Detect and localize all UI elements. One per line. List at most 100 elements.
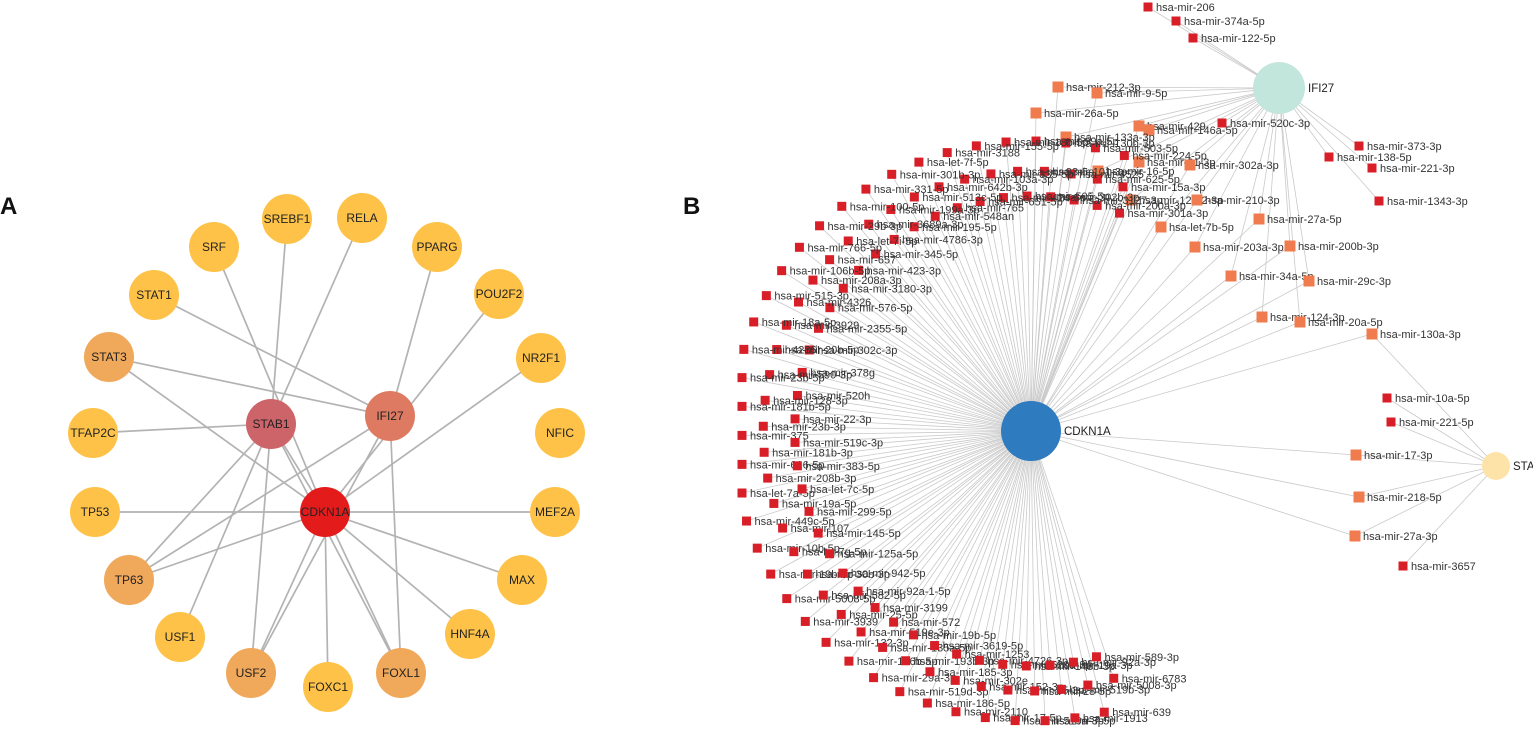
mirna-node-hsa-mir-503-5p	[1090, 143, 1100, 153]
mirna-label-hsa-mir-302c-3p: hsa-mir-302c-3p	[817, 345, 897, 357]
mirna-node-hsa-mir-2355-5p	[814, 323, 824, 333]
mirna-label-hsa-mir-128-3p: hsa-mir-128-3p	[773, 395, 848, 407]
mirna-label-hsa-mir-3199: hsa-mir-3199	[883, 603, 948, 615]
edge-hsa-mir-519e-3p-cdkn1a	[860, 430, 1032, 633]
gene-label-cdkn1a: CDKN1A	[1064, 426, 1111, 438]
hub-label-ifi27: IFI27	[376, 409, 404, 423]
tf-node-mef2a	[530, 487, 580, 537]
mirna-label-hsa-mir-5008-3p: hsa-mir-5008-3p	[1096, 680, 1177, 692]
mirna-label-hsa-mir-132-3p: hsa-mir-132-3p	[834, 637, 909, 649]
mirna-label-hsa-mir-27a-3p: hsa-mir-27a-3p	[1363, 531, 1438, 543]
gene-node-cdkn1a	[1001, 401, 1061, 461]
edge-hsa-mir-27a-3p-cdkn1a	[1030, 430, 1356, 537]
mirna-node-hsa-mir-572	[889, 617, 899, 627]
mirna-node-hsa-mir-520c-3p	[1217, 118, 1227, 128]
mirna-node-hsa-mir-651-5p	[975, 197, 985, 207]
mirna-node-hsa-mir-92a-3p	[1068, 657, 1078, 667]
edge-hsa-mir-181b-5p-cdkn1a	[741, 405, 1032, 432]
edge-hsa-mir-17-3p-stab1	[1355, 454, 1497, 467]
mirna-node-hsa-mir-21-3p	[1133, 156, 1145, 168]
edge-usf2-ifi27	[250, 415, 391, 674]
edge-hsa-mir-200b-3p-cdkn1a	[1030, 245, 1291, 432]
mirna-label-hsa-let-7i-5p: hsa-let-7i-5p	[856, 236, 917, 248]
edge-tfap2c-stab1	[92, 423, 272, 434]
edge-hsa-mir-186-5p-cdkn1a	[926, 430, 1032, 704]
edge-hsa-mir-218-5p-stab1	[1358, 465, 1497, 498]
edge-hsa-mir-212-3p-ifi27	[1057, 86, 1280, 89]
edge-hsa-let-7g-5p-cdkn1a	[793, 430, 1032, 553]
mirna-label-hsa-mir-206: hsa-mir-206	[1156, 2, 1215, 14]
edge-foxl1-stab1	[270, 423, 402, 674]
mirna-label-hsa-mir-2355-5p: hsa-mir-2355-5p	[827, 323, 908, 335]
edge-tp63-ifi27	[128, 415, 391, 581]
edge-hsa-mir-185-3p-cdkn1a	[929, 430, 1032, 672]
edge-hsa-mir-26a-5p-ifi27	[1035, 87, 1280, 114]
edge-hsa-mir-383-5p-cdkn1a	[797, 430, 1032, 467]
mirna-label-hsa-mir-23b-3p: hsa-mir-23b-3p	[771, 421, 846, 433]
mirna-label-hsa-mir-424-5p: hsa-mir-424-5p	[1011, 193, 1086, 205]
edge-hsa-mir-3619-5p-cdkn1a	[934, 430, 1032, 646]
mirna-label-hsa-mir-92a-1-5p: hsa-mir-92a-1-5p	[866, 586, 950, 598]
mirna-node-hsa-mir-20a-5p	[1294, 316, 1306, 328]
mirna-label-hsa-mir-375: hsa-mir-375	[750, 430, 809, 442]
mirna-label-hsa-mir-642b-3p: hsa-mir-642b-3p	[947, 182, 1028, 194]
mirna-node-hsa-mir-146a-5p	[1143, 124, 1155, 136]
mirna-label-hsa-mir-26a-5p: hsa-mir-26a-5p	[1044, 108, 1119, 120]
mirna-node-hsa-mir-3657	[1398, 561, 1408, 571]
mirna-label-hsa-mir-23b-5p: hsa-mir-23b-5p	[750, 373, 825, 385]
mirna-label-hsa-mir-657: hsa-mir-657	[838, 255, 897, 267]
mirna-label-hsa-mir-21-3p: hsa-mir-21-3p	[1147, 157, 1215, 169]
edge-hsa-mir-4326-cdkn1a	[798, 301, 1032, 432]
mirna-node-hsa-mir-99a-5p	[1031, 136, 1041, 146]
mirna-label-hsa-mir-146a-5p: hsa-mir-146a-5p	[1157, 125, 1238, 137]
mirna-node-hsa-mir-22-3p	[790, 414, 800, 424]
mirna-label-hsa-mir-374a-5p: hsa-mir-374a-5p	[1184, 16, 1265, 28]
mirna-label-hsa-mir-17-3p: hsa-mir-17-3p	[1364, 450, 1432, 462]
edge-hsa-mir-299-5p-cdkn1a	[808, 430, 1032, 512]
mirna-node-hsa-mir-181b-3p	[759, 447, 769, 457]
mirna-label-hsa-mir-122-5p: hsa-mir-122-5p	[1201, 33, 1276, 45]
mirna-label-hsa-let-7c-5p: hsa-let-7c-5p	[810, 484, 874, 496]
mirna-label-hsa-mir-18a-5p: hsa-mir-18a-5p	[762, 317, 837, 329]
edge-hsa-mir-145-5p-cdkn1a	[818, 430, 1032, 534]
mirna-label-hsa-mir-519d-3p: hsa-mir-519d-3p	[908, 687, 989, 699]
network-a-edges	[92, 217, 555, 688]
mirna-node-hsa-mir-29b-3p	[815, 221, 825, 231]
mirna-node-hsa-mir-299-5p	[804, 506, 814, 516]
edge-hsa-mir-3199-cdkn1a	[874, 430, 1032, 608]
edge-hsa-mir-765-cdkn1a	[956, 207, 1032, 432]
edge-stat1-ifi27	[153, 294, 391, 417]
edge-hsa-mir-221-5p-stab1	[1390, 421, 1497, 467]
tf-label-usf1: USF1	[165, 630, 196, 644]
edge-hsa-mir-29c-3p-cdkn1a	[1030, 280, 1310, 432]
edge-hsa-mir-101-3p-cdkn1a	[1030, 171, 1045, 432]
tf-node-stat3	[84, 332, 134, 382]
mirna-label-hsa-mir-1343-3p: hsa-mir-1343-3p	[1387, 196, 1468, 208]
mirna-node-hsa-mir-302a-3p	[1184, 159, 1196, 171]
tf-node-max	[497, 555, 547, 605]
tf-node-srf	[189, 222, 239, 272]
edge-hsa-mir-424-5p-cdkn1a	[1003, 197, 1032, 432]
tf-node-tp53	[70, 487, 120, 537]
mirna-label-hsa-mir-15a-3p: hsa-mir-15a-3p	[1131, 182, 1206, 194]
mirna-label-hsa-mir-221-5p: hsa-mir-221-5p	[1399, 417, 1474, 429]
mirna-node-hsa-mir-100-5p	[837, 201, 847, 211]
edge-hsa-mir-210-3p-cdkn1a	[1030, 199, 1198, 432]
edge-hsa-mir-200b-3p-ifi27	[1278, 87, 1291, 247]
mirna-node-hsa-mir-515-3p	[761, 291, 771, 301]
edge-nr2f1-cdkn1a	[324, 357, 542, 513]
mirna-node-hsa-mir-429	[1133, 120, 1145, 132]
edge-hsa-mir-302e-cdkn1a	[954, 430, 1032, 681]
edge-hsa-mir-19b-3p-cdkn1a	[770, 430, 1032, 575]
mirna-node-hsa-mir-101-3p	[1039, 166, 1049, 176]
mirna-label-hsa-mir-218-5p: hsa-mir-218-5p	[1367, 492, 1442, 504]
edge-hsa-mir-4286-cdkn1a	[743, 348, 1032, 432]
mirna-node-hsa-mir-301b-3p	[887, 169, 897, 179]
edge-hsa-mir-3939-cdkn1a	[805, 430, 1032, 622]
edge-hsa-mir-572-cdkn1a	[893, 430, 1032, 623]
panel-b-letter: B	[683, 193, 700, 220]
mirna-node-hsa-mir-375	[737, 430, 747, 440]
edge-hsa-mir-429-cdkn1a	[1030, 125, 1140, 432]
